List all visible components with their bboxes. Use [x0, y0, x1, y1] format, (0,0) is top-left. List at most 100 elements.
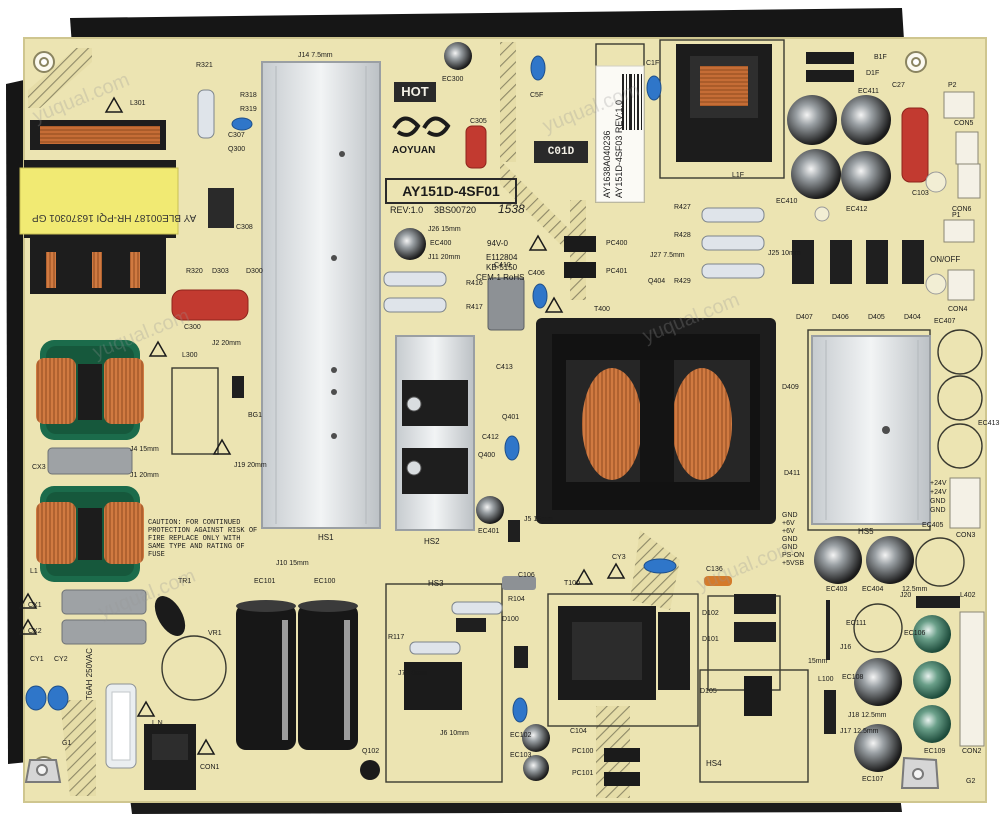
designator-pc400: PC400 [606, 240, 628, 247]
designator-r320: R320 [186, 268, 203, 275]
designator-vr1: VR1 [208, 630, 222, 637]
grey-capacitor-c410 [487, 277, 525, 331]
designator-c1f: C1F [646, 60, 660, 67]
designator-ec411: EC411 [858, 88, 879, 95]
con2-pin-7: +5VSB [782, 560, 804, 567]
hs1-label: HS1 [318, 533, 334, 542]
designator-d101: D101 [702, 636, 719, 643]
designator-pc100: PC100 [572, 748, 594, 755]
designator-cx3: CX3 [32, 464, 46, 471]
designator-ec100: EC100 [314, 578, 336, 585]
designator-ln: L N [152, 720, 163, 727]
con2-pin-labels: GND +6V +6V GND GND PS-ON +5VSB [782, 512, 812, 567]
designator-j6: J6 10mm [440, 730, 469, 737]
designator-g1: G1 [62, 740, 72, 747]
designator-con6: CON6 [952, 206, 972, 213]
designator-tr1: TR1 [178, 578, 192, 585]
con2-pin-2: +6V [782, 520, 795, 527]
designator-d405: D405 [868, 314, 885, 321]
designator-d409: D409 [782, 384, 799, 391]
designator-j15: 15mm [808, 658, 828, 665]
designator-j26: J26 15mm [428, 226, 461, 233]
designator-c106: C106 [518, 572, 535, 579]
label-sticker-barcode [595, 65, 645, 203]
part-code: 3BS00720 [434, 205, 477, 215]
designator-ec300: EC300 [442, 76, 464, 83]
transformer-marking: AY BLE00187 HR-PQI 16370301 GP [32, 212, 197, 223]
designator-con1: CON1 [200, 764, 220, 771]
common-mode-choke-1 [36, 340, 144, 440]
designator-d303: D303 [212, 268, 229, 275]
designator-l301: L301 [130, 100, 146, 107]
designator-j17: J17 12.5mm [840, 728, 879, 735]
designator-q102: Q102 [362, 748, 380, 755]
designator-con3: CON3 [956, 532, 976, 539]
brand-name: AOYUAN [392, 145, 436, 156]
bulk-capacitors [236, 600, 358, 750]
designator-con5: CON5 [954, 120, 974, 127]
designator-d1f: D1F [866, 70, 880, 77]
designator-r427: R427 [674, 204, 691, 211]
designator-ec407: EC407 [934, 318, 956, 325]
on-off-label: ON/OFF [930, 255, 961, 264]
aoyuan-logo [392, 116, 451, 137]
designator-d105: D105 [700, 688, 717, 695]
designator-j10: J10 15mm [276, 560, 309, 567]
con3-pin-3: GND [930, 498, 946, 505]
designator-ec108: EC108 [842, 674, 864, 681]
designator-p2: P2 [948, 82, 957, 89]
designator-ec401: EC401 [478, 528, 500, 535]
designator-j2: J2 20mm [212, 340, 241, 347]
designator-r319: R319 [240, 106, 257, 113]
designator-j14: J14 7.5mm [298, 52, 333, 59]
hs5-label: HS5 [858, 527, 874, 536]
designator-c103: C103 [912, 190, 929, 197]
connectors [943, 91, 985, 747]
designator-ec413: EC413 [978, 420, 1000, 427]
designator-ec410: EC410 [776, 198, 798, 205]
hs2-label: HS2 [424, 537, 440, 546]
con2-pin-3: +6V [782, 528, 795, 535]
designator-j13: 12.5mm [902, 586, 928, 593]
designator-q300: Q300 [228, 146, 246, 153]
designator-r104: R104 [508, 596, 525, 603]
designator-con4: CON4 [948, 306, 968, 313]
designator-t400: T400 [594, 306, 610, 313]
con3-pin-labels: +24V +24V GND GND [930, 480, 956, 514]
designator-cx1: CX1 [28, 602, 42, 609]
designator-cy3: CY3 [612, 554, 626, 561]
designator-d300: D300 [246, 268, 263, 275]
con2-pin-1: GND [782, 512, 798, 519]
designator-l1: L1 [30, 568, 38, 575]
resistors [197, 89, 765, 655]
designator-ec400: EC400 [430, 240, 452, 247]
designator-ec101: EC101 [254, 578, 276, 585]
sticker-line-1: AY1638A040236 [602, 130, 612, 198]
silk-id: C01D [534, 141, 588, 163]
designator-ec109: EC109 [924, 748, 946, 755]
designator-d407: D407 [796, 314, 813, 321]
designator-j19: J19 20mm [234, 462, 267, 469]
con3-pin-1: +24V [930, 480, 947, 487]
ground-lugs [24, 756, 940, 789]
designator-d406: D406 [832, 314, 849, 321]
designator-bg1: BG1 [248, 412, 263, 419]
revision: REV:1.0 [390, 205, 424, 215]
designator-ec404: EC404 [862, 586, 884, 593]
standby-transformer [19, 120, 179, 294]
caution-text: CAUTION: FOR CONTINUED PROTECTION AGAINS… [148, 519, 258, 559]
hs3-label: HS3 [428, 579, 444, 588]
small-parts [704, 171, 947, 660]
designator-j5: J5 15mm [524, 516, 553, 523]
designator-j27: J27 7.5mm [650, 252, 685, 259]
designator-ec111: EC111 [846, 620, 867, 627]
common-mode-choke-2 [36, 486, 144, 582]
designator-l100: L100 [818, 676, 834, 683]
designator-c27: C27 [892, 82, 905, 89]
insulator-top [70, 8, 904, 46]
diodes [208, 52, 960, 734]
designator-cy1: CY1 [30, 656, 44, 663]
designator-b1f: B1F [874, 54, 887, 61]
